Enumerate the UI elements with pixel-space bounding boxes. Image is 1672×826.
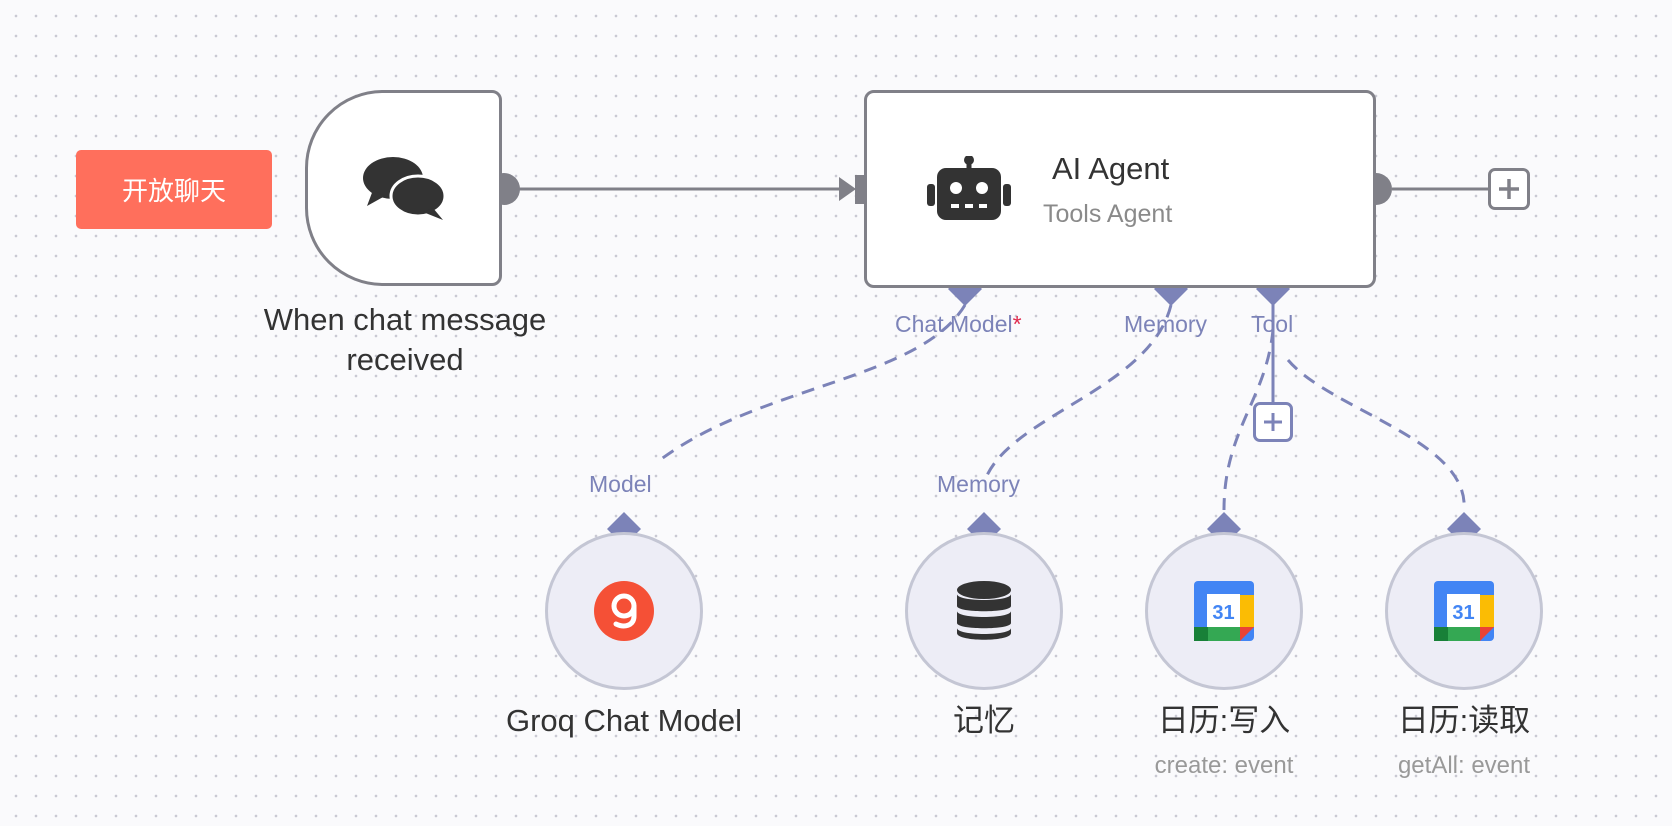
tool-port-label: Tool: [1251, 311, 1294, 337]
ai-agent-title: AI Agent: [1052, 151, 1170, 186]
chat-bubbles-icon: [362, 157, 446, 220]
calendar-write-label: 日历:写入: [1157, 703, 1291, 738]
ai-agent-node[interactable]: AI Agent Tools Agent: [864, 90, 1376, 288]
calendar-write-node[interactable]: 31: [1145, 532, 1303, 690]
calendar-read-label: 日历:读取: [1397, 703, 1531, 738]
add-tool-button[interactable]: [1253, 402, 1293, 442]
plus-icon: [1264, 413, 1282, 431]
chat-trigger-node[interactable]: [305, 90, 502, 286]
svg-text:31: 31: [1212, 602, 1234, 624]
open-chat-button[interactable]: 开放聊天: [76, 150, 272, 229]
add-node-button[interactable]: [1488, 168, 1530, 210]
required-indicator: *: [1012, 311, 1022, 337]
memory-node[interactable]: [905, 532, 1063, 690]
svg-text:31: 31: [1452, 602, 1474, 624]
calendar-write-connection[interactable]: [1222, 329, 1275, 511]
google-calendar-icon: 31: [1434, 581, 1494, 641]
robot-icon: [927, 156, 1011, 220]
database-icon: [957, 581, 1011, 640]
chat-trigger-label: When chat message received: [263, 302, 547, 377]
groq-logo-icon: [594, 581, 654, 641]
google-calendar-icon: 31: [1194, 581, 1254, 641]
ai-agent-subtitle: Tools Agent: [1043, 200, 1173, 228]
calendar-read-sublabel: getAll: event: [1397, 752, 1531, 779]
memory-connection[interactable]: [983, 304, 1173, 481]
model-connection[interactable]: [659, 304, 967, 462]
calendar-read-node[interactable]: 31: [1385, 532, 1543, 690]
memory-node-label: 记忆: [953, 703, 1015, 738]
connection-arrow: [839, 177, 856, 201]
memory-node-port-label: Memory: [937, 471, 1021, 497]
plus-icon: [1499, 179, 1519, 199]
memory-port-label: Memory: [1124, 311, 1208, 337]
groq-chat-model-label: Groq Chat Model: [505, 703, 743, 738]
groq-chat-model-node[interactable]: [545, 532, 703, 690]
groq-model-port-label: Model: [589, 471, 652, 497]
chat-model-port-label: Chat Model*: [895, 311, 1022, 337]
calendar-write-sublabel: create: event: [1154, 752, 1294, 779]
calendar-read-connection[interactable]: [1286, 359, 1466, 511]
